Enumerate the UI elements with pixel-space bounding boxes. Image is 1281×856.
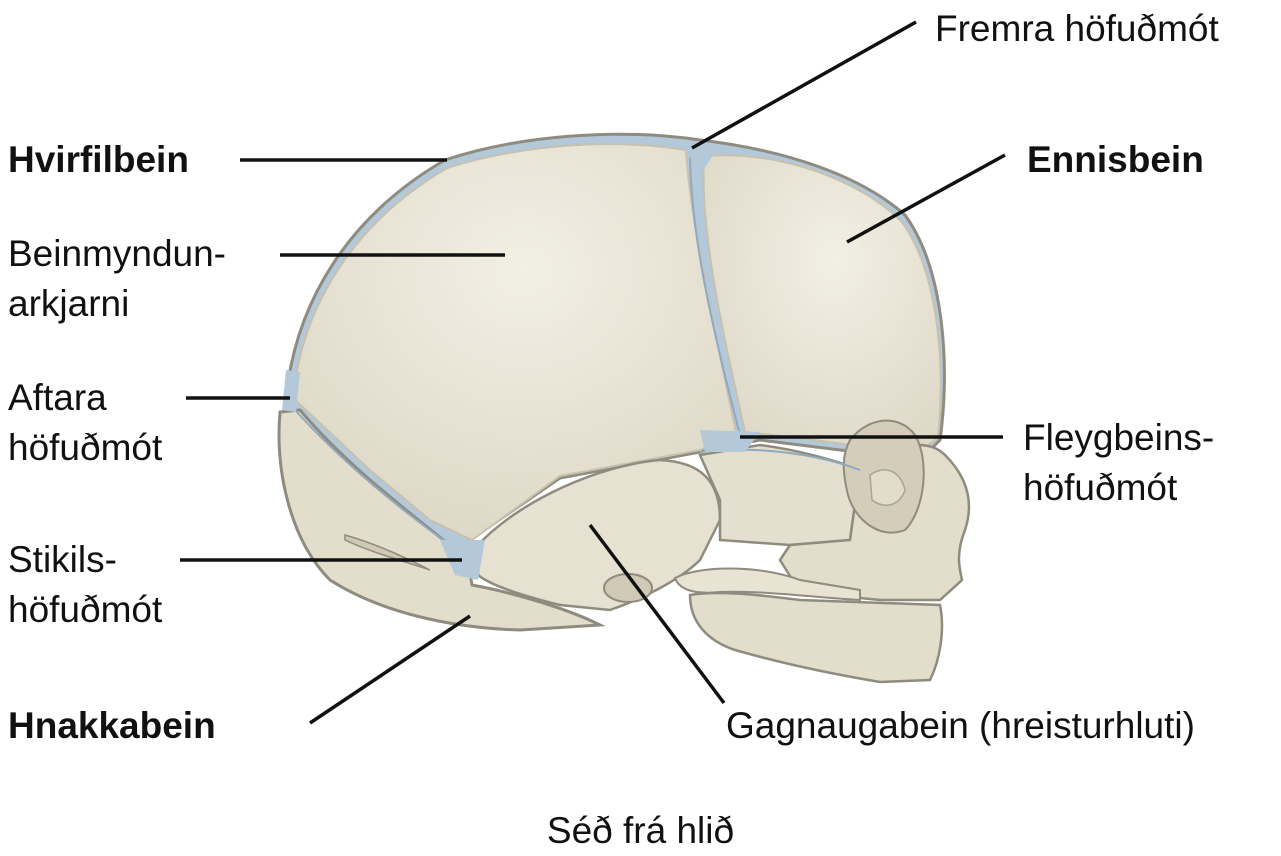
mandible: [688, 591, 944, 684]
leader-hnakkabein: [309, 614, 471, 725]
label-fleygbeinshofudmot: Fleygbeins- höfuðmót: [1023, 417, 1215, 508]
label-hvirfilbein: Hvirfilbein: [8, 139, 189, 180]
posterior-fontanelle: [282, 370, 300, 412]
sphenoid-region: [698, 443, 862, 547]
leader-ennisbein: [846, 153, 1006, 244]
label-beinmyndunarkjarni: Beinmyndun- arkjarni: [8, 233, 227, 324]
mastoid-fontanelle: [440, 540, 485, 580]
anterior-fontanelle: [680, 140, 720, 175]
label-hnakkabein: Hnakkabein: [8, 705, 216, 746]
label-gagnaugabein: Gagnaugabein (hreisturhluti): [726, 705, 1195, 746]
leader-fremra: [691, 20, 917, 150]
label-fremra-hofudmot: Fremra höfuðmót: [935, 8, 1219, 49]
label-ennisbein: Ennisbein: [1027, 139, 1204, 180]
label-stikilshofudmot: Stikils- höfuðmót: [8, 539, 163, 630]
occipital-bone: [277, 408, 606, 632]
label-aftara-hofudmot: Aftara höfuðmót: [8, 377, 163, 468]
diagram-caption: Séð frá hlið: [546, 810, 735, 851]
leader-gagnaugabein: [588, 523, 726, 705]
